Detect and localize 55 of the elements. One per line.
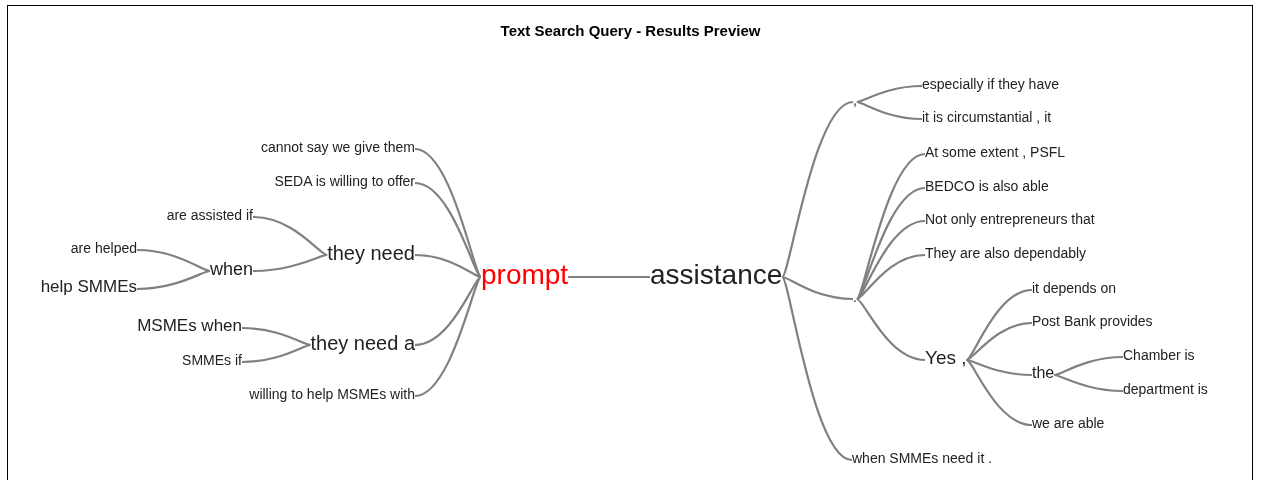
word-phrase: , — [853, 91, 857, 109]
word-phrase: we are able — [1032, 414, 1105, 432]
word-phrase: it is circumstantial , it — [922, 108, 1052, 126]
word-phrase: Post Bank provides — [1032, 312, 1153, 330]
branch-line — [136, 269, 211, 291]
word-phrase: department is — [1123, 380, 1208, 398]
word-phrase: MSMEs when — [137, 316, 242, 336]
branch-line — [856, 84, 923, 104]
branch-line — [241, 326, 311, 347]
branch-line — [414, 276, 482, 398]
chart-title: Text Search Query - Results Preview — [499, 22, 762, 39]
word-phrase: are helped — [70, 239, 137, 257]
word-phrase: They are also dependably — [925, 244, 1087, 262]
branch-line — [856, 298, 926, 362]
word-phrase: SMMEs if — [182, 351, 242, 369]
branch-line — [414, 276, 482, 347]
branch-line — [966, 358, 1033, 377]
word-phrase: Yes , — [925, 347, 967, 369]
branch-line — [856, 219, 926, 300]
word-phrase: are assisted if — [166, 206, 253, 224]
word-phrase: cannot say we give them — [260, 138, 415, 156]
branch-line — [568, 275, 650, 279]
word-phrase: BEDCO is also able — [925, 177, 1049, 195]
word-phrase: At some extent , PSFL — [925, 143, 1066, 161]
branch-line — [782, 275, 854, 301]
branch-line — [965, 359, 1033, 427]
branch-line — [414, 181, 482, 278]
branch-line — [252, 253, 328, 273]
word-phrase: they need — [327, 241, 415, 265]
word-phrase: help SMMEs — [40, 277, 137, 297]
word-phrase: Not only entrepreneurs that — [925, 210, 1095, 228]
branch-line — [241, 343, 311, 364]
word-phrase: when — [209, 258, 253, 280]
word-phrase: the — [1032, 363, 1055, 383]
branch-line — [856, 253, 926, 300]
branch-line — [252, 215, 328, 257]
word-phrase: they need a — [310, 331, 415, 355]
word-phrase: . — [853, 288, 857, 306]
branch-line — [136, 248, 211, 273]
branch-line — [965, 288, 1033, 361]
branch-line — [781, 100, 854, 278]
word-phrase: SEDA is willing to offer — [274, 172, 415, 190]
branch-line — [781, 276, 853, 462]
word-phrase: assistance — [650, 258, 783, 292]
word-phrase: Chamber is — [1123, 346, 1195, 364]
word-phrase: prompt — [481, 258, 569, 292]
word-phrase: when SMMEs need it . — [852, 449, 993, 467]
branch-line — [1054, 355, 1124, 377]
word-phrase: especially if they have — [922, 75, 1059, 93]
word-phrase: it depends on — [1032, 279, 1117, 297]
branch-line — [1054, 373, 1124, 393]
branch-line — [966, 321, 1033, 361]
word-phrase: willing to help MSMEs with — [249, 385, 415, 403]
branch-line — [414, 253, 482, 279]
branch-line — [856, 100, 923, 121]
